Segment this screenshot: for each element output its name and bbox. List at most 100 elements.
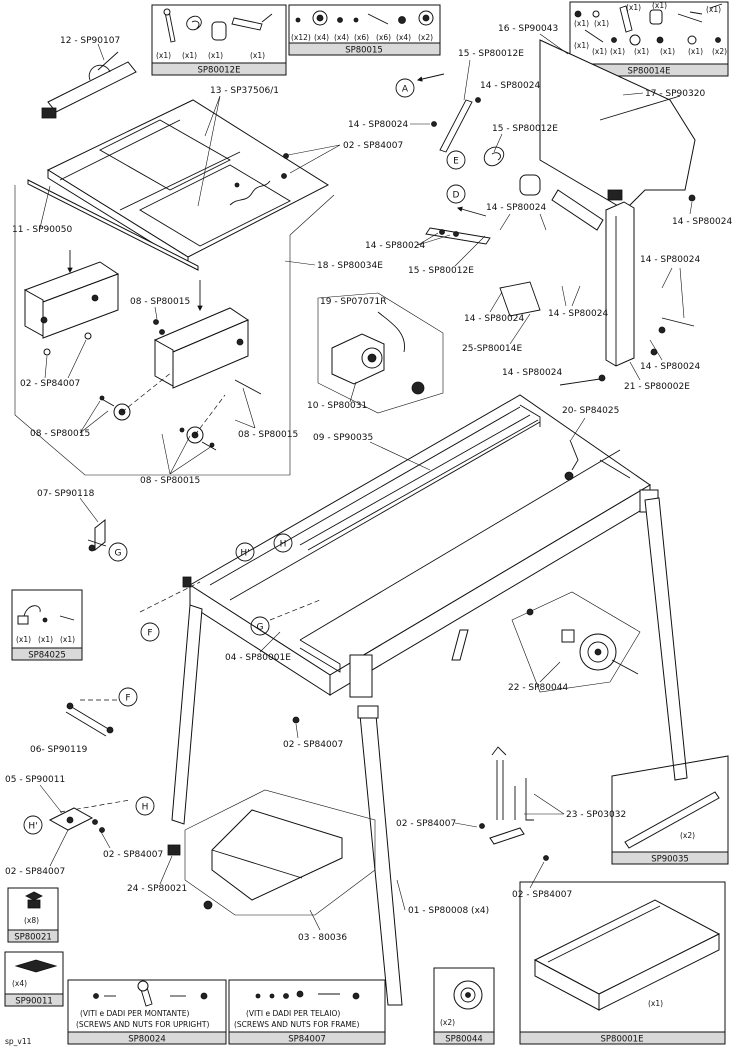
label-14c: 14 - SP80024 <box>486 203 546 213</box>
kit-caption: SP80014E <box>628 67 671 77</box>
label-01: 01 - SP80008 (x4) <box>408 906 489 916</box>
label-15c: 15 - SP80012E <box>408 266 474 276</box>
kit-caption: SP84025 <box>28 651 66 661</box>
motor-inset-outline <box>317 292 444 414</box>
label-14i: 14 - SP80024 <box>502 368 562 378</box>
marker-letter: H <box>142 803 149 813</box>
label-08c: 08 - SP80015 <box>238 430 298 440</box>
qty-label: (x8) <box>24 916 39 925</box>
qty-label: (x2) <box>418 33 433 42</box>
qty-label: (x2) <box>680 831 695 840</box>
kit-box-sp80044: SP80044 (x2) <box>433 967 495 1045</box>
label-23: 23 - SP03032 <box>566 810 626 820</box>
qty-label: (x2) <box>440 1018 455 1027</box>
qty-label: (x1) <box>182 51 197 60</box>
part-20-switch <box>564 439 579 481</box>
qty-label: (x1) <box>574 19 589 28</box>
part-05-base-plate <box>48 807 105 833</box>
kit-caption: SP90011 <box>15 997 53 1007</box>
label-10: 10 - SP80031 <box>307 401 367 411</box>
label-02e: 02 - SP84007 <box>103 850 163 860</box>
label-17: 17 - SP90320 <box>645 89 705 99</box>
label-14k: 14 - SP80024 <box>672 217 732 227</box>
kit-box-sp80012e: SP80012E (x1) (x1) (x1) (x1) <box>151 4 287 76</box>
qty-label: (x4) <box>334 33 349 42</box>
label-14g: 14 - SP80024 <box>548 309 608 319</box>
marker-g-top: G <box>108 542 128 562</box>
qty-label: (x1) <box>16 635 31 644</box>
part-24-foot <box>167 844 181 856</box>
label-02f: 02 - SP84007 <box>396 819 456 829</box>
group-outline-22 <box>511 591 641 693</box>
label-24: 24 - SP80021 <box>127 884 187 894</box>
marker-hp-top: H' <box>235 542 255 562</box>
qty-label: (x6) <box>376 33 391 42</box>
marker-letter: A <box>402 85 409 95</box>
kit-caption: SP80021 <box>14 933 52 943</box>
part-21-upright <box>605 189 635 367</box>
qty-label: (x1) <box>626 3 641 12</box>
part-18-clamp-block-left <box>23 261 120 339</box>
qty-label: (x1) <box>208 51 223 60</box>
label-19: 19 - SP07071R <box>320 297 386 307</box>
qty-label: (x2) <box>712 47 727 56</box>
kit-box-sp80015: SP80015 (x12) (x4) (x4) (x6) (x6) (x4) (… <box>288 4 441 56</box>
marker-f-mid: F <box>118 687 138 707</box>
kit-box-sp80001e: SP80001E (x1) <box>519 881 726 1045</box>
part-23-tools <box>479 746 549 861</box>
marker-hp-bottom: H' <box>23 815 43 835</box>
label-02b: 02 - SP84007 <box>20 379 80 389</box>
label-05: 05 - SP90011 <box>5 775 65 785</box>
part-01-legs <box>171 497 688 1006</box>
kit-note: (VITI e DADI PER MONTANTE) <box>80 1009 189 1018</box>
qty-label: (x1) <box>610 47 625 56</box>
group-outline-03 <box>184 789 376 916</box>
marker-letter: H' <box>28 822 37 832</box>
label-13: 13 - SP37506/1 <box>210 86 279 96</box>
part-12-protractor-guide <box>41 51 137 119</box>
kit-caption: SP90035 <box>651 855 689 865</box>
label-04: 04 - SP80001E <box>225 653 291 663</box>
kit-caption: SP80012E <box>198 66 241 76</box>
part-10-motor <box>331 311 425 395</box>
qty-label: (x4) <box>12 979 27 988</box>
marker-g-left: G <box>250 616 270 636</box>
qty-label: (x1) <box>660 47 675 56</box>
label-14b: 14 - SP80024 <box>348 120 408 130</box>
qty-label: (x1) <box>706 5 721 14</box>
kit-box-sp90035: SP90035 (x2) <box>611 755 729 865</box>
qty-label: (x1) <box>574 41 589 50</box>
label-14a: 14 - SP80024 <box>480 81 540 91</box>
label-14f: 14 - SP80024 <box>464 314 524 324</box>
label-02g: 02 - SP84007 <box>512 890 572 900</box>
label-08b: 08 - SP80015 <box>30 429 90 439</box>
label-09: 09 - SP90035 <box>313 433 373 443</box>
label-12: 12 - SP90107 <box>60 36 120 46</box>
label-15b: 15 - SP80012E <box>492 124 558 134</box>
part-08-rollers <box>99 371 262 451</box>
label-22: 22 - SP80044 <box>508 683 568 693</box>
label-08d: 08 - SP80015 <box>140 476 200 486</box>
label-16: 16 - SP90043 <box>498 24 558 34</box>
kit-caption: SP80044 <box>445 1035 483 1045</box>
kit-caption: SP84007 <box>288 1035 326 1045</box>
part-22-wheel <box>526 608 639 675</box>
marker-h-top: H <box>273 533 293 553</box>
qty-label: (x4) <box>314 33 329 42</box>
label-18: 18 - SP80034E <box>317 261 383 271</box>
marker-letter: H' <box>240 549 249 559</box>
part-13-sliding-table <box>46 99 330 266</box>
qty-label: (x1) <box>250 51 265 60</box>
marker-f-left: F <box>140 622 160 642</box>
label-20: 20- SP84025 <box>562 406 619 416</box>
marker-letter: G <box>115 549 122 559</box>
kit-box-sp80024: SP80024 (VITI e DADI PER MONTANTE) (SCRE… <box>67 979 227 1045</box>
label-02d: 02 - SP84007 <box>5 867 65 877</box>
label-25: 25-SP80014E <box>462 344 522 354</box>
kit-box-sp80021: SP80021 (x8) <box>7 887 59 943</box>
qty-label: (x1) <box>652 1 667 10</box>
label-02a: 02 - SP84007 <box>343 141 403 151</box>
qty-label: (x1) <box>156 51 171 60</box>
label-14h: 14 - SP80024 <box>640 362 700 372</box>
